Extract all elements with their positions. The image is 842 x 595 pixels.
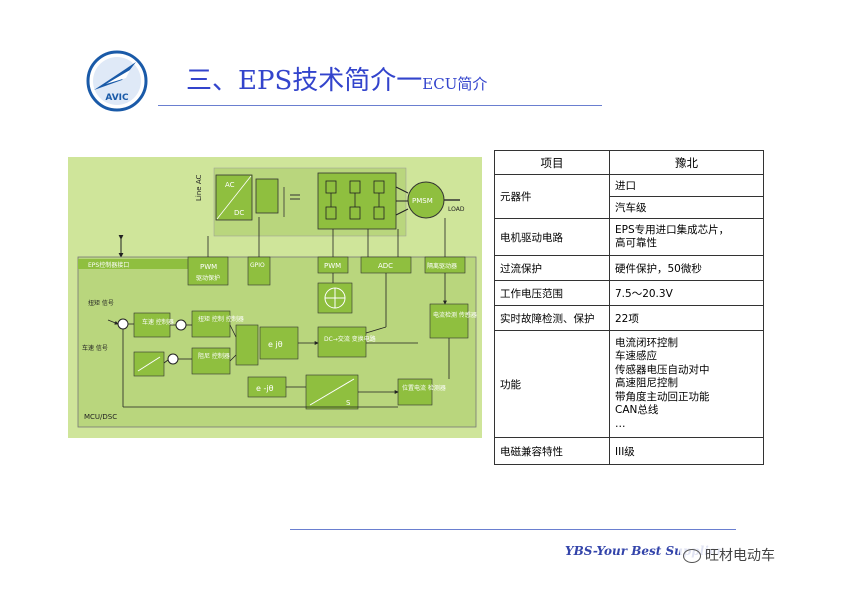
table-row: 电机驱动电路 EPS专用进口集成芯片， 高可靠性 — [494, 218, 764, 256]
speed-ctrl-block — [133, 312, 171, 338]
isolation-label: 隔离驱动器 — [427, 262, 457, 270]
row-value: 电流闭环控制 车速感应 传感器电压自动对中 高速阻尼控制 带角度主动回正功能 C… — [609, 330, 764, 438]
table-row: 过流保护 硬件保护，50微秒 — [494, 255, 764, 281]
header-yubei: 豫北 — [609, 150, 764, 175]
ac-label: AC — [225, 181, 235, 189]
title-sub: ECU简介 — [422, 75, 488, 93]
title-divider — [158, 105, 602, 106]
pwm-block-1 — [187, 256, 229, 286]
row-key: 实时故障检测、保护 — [494, 305, 610, 331]
torque-ctrl-block — [191, 310, 231, 338]
line-ac-label: Line AC — [195, 175, 203, 201]
current-sense-label: 电流检测 传感器 — [433, 311, 477, 319]
row-key: 电机驱动电路 — [494, 218, 610, 256]
dcac-block — [317, 326, 367, 358]
table-row: 电磁兼容特性 III级 — [494, 437, 764, 465]
row-key: 功能 — [494, 330, 610, 438]
torque-input-label: 扭矩 信号 — [88, 299, 114, 307]
table-row: 功能 电流闭环控制 车速感应 传感器电压自动对中 高速阻尼控制 带角度主动回正功… — [494, 330, 764, 438]
watermark-text: 旺材电动车 — [705, 548, 775, 564]
table-row: 元器件 进口 — [494, 174, 764, 219]
pwm-label-2: PWM — [324, 262, 341, 270]
pwm-label-1: PWM — [200, 263, 217, 271]
dcac-label: DC→交流 变换电路 — [324, 335, 376, 343]
avic-logo: AVIC — [86, 50, 148, 112]
ejt-label-2: e -jθ — [256, 384, 274, 393]
row-key: 电磁兼容特性 — [494, 437, 610, 465]
ejt-label-1: e jθ — [268, 340, 283, 349]
page-title: 三、EPS技术简介一ECU简介 — [186, 60, 487, 97]
pwm-sub-1: 驱动保护 — [196, 274, 220, 282]
s-label: S — [346, 399, 351, 407]
row-value: 进口 — [609, 174, 764, 197]
interface-bar — [78, 259, 188, 269]
pos-detect-label: 位置电流 检测器 — [402, 384, 446, 392]
row-value: 22项 — [609, 305, 764, 331]
load-label: LOAD — [448, 206, 465, 213]
interface-label: EPS控制器接口 — [88, 261, 129, 269]
torque-ctrl-label: 扭矩 控制 控制器 — [198, 315, 244, 323]
adc-label: ADC — [378, 262, 393, 270]
speed-input-label: 车速 信号 — [82, 344, 108, 352]
row-value: III级 — [609, 437, 764, 465]
header-item: 项目 — [494, 150, 610, 175]
ejt-block-1 — [259, 326, 299, 360]
row-value: 汽车级 — [609, 196, 764, 219]
footer-divider — [290, 529, 736, 530]
watermark: 旺材电动车 — [680, 544, 778, 566]
pos-detect-block — [397, 378, 433, 406]
table-row: 工作电压范围 7.5～20.3V — [494, 280, 764, 306]
row-key: 过流保护 — [494, 255, 610, 281]
row-key: 元器件 — [494, 174, 610, 219]
row-value: EPS专用进口集成芯片， 高可靠性 — [609, 218, 764, 256]
ecu-block-diagram: Line AC AC DC PMSM LOAD EPS控制器接口 PWM 驱动保… — [68, 157, 482, 438]
table-header-row: 项目 豫北 — [494, 150, 764, 175]
wechat-icon — [683, 549, 701, 563]
row-value: 7.5～20.3V — [609, 280, 764, 306]
title-main: 三、EPS技术简介一 — [186, 66, 423, 96]
row-value: 硬件保护，50微秒 — [609, 255, 764, 281]
mcu-label: MCU/DSC — [84, 413, 117, 421]
pmsm-label: PMSM — [412, 197, 433, 205]
table-row: 实时故障检测、保护 22项 — [494, 305, 764, 331]
spec-table: 项目 豫北 元器件 进口 汽车级 电机驱动电路 EPS专用进口集成芯片， 高可靠… — [494, 150, 764, 465]
dc-label: DC — [234, 209, 244, 217]
speed-ctrl-label: 车速 控制器 — [142, 318, 174, 326]
damp-ctrl-label: 阻尼 控制器 — [198, 352, 230, 360]
logo-text: AVIC — [105, 93, 129, 103]
gpio-label: GPIO — [250, 262, 265, 269]
damp-ctrl-block — [191, 347, 231, 375]
current-ctrl-block — [235, 324, 259, 366]
converter-block — [255, 178, 279, 214]
row-key: 工作电压范围 — [494, 280, 610, 306]
current-sense-block — [429, 303, 469, 339]
